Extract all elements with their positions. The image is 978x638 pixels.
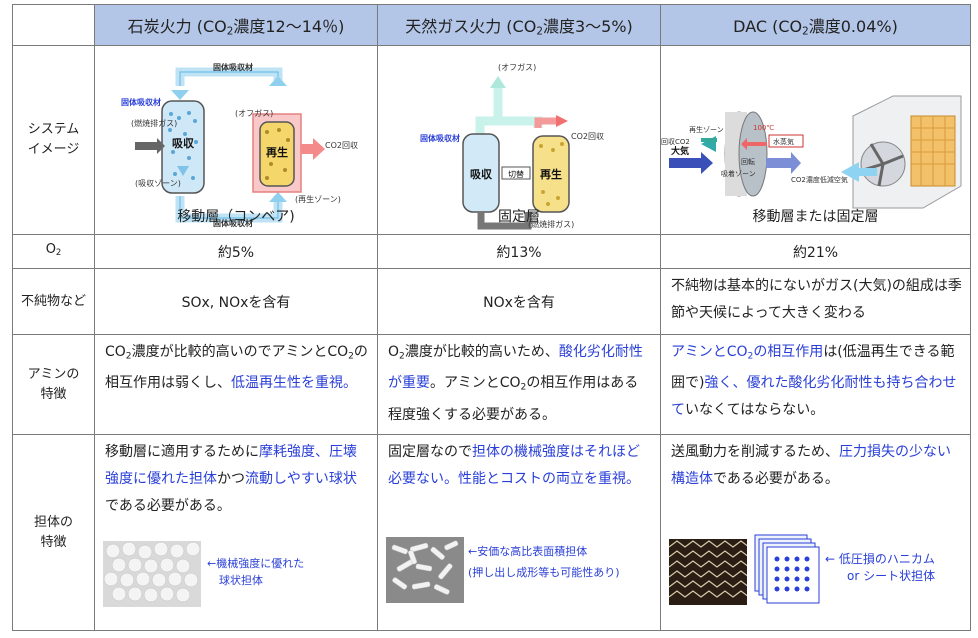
svg-text:(吸収ゾーン): (吸収ゾーン) bbox=[135, 178, 181, 188]
row-label-amine: アミンの特徴 bbox=[12, 334, 95, 435]
coal-duct-arrow-down-icon bbox=[171, 90, 189, 100]
svg-text:再生ゾーン: 再生ゾーン bbox=[689, 125, 724, 134]
support-coal: 移動層に適用するために摩耗強度、圧壊強度に優れた担体かつ流動しやすい球状である必… bbox=[94, 434, 378, 631]
extruded-support-photo bbox=[386, 537, 464, 603]
amine-coal: CO2濃度が比較的高いのでアミンとCO2の相互作用は弱くし、低温再生性を重視。 bbox=[94, 334, 378, 435]
support-gas: 固定層なので担体の機械強度はそれほど必要ない。性能とコストの両立を重視。 bbox=[377, 434, 661, 631]
system-gas-caption: 固定層 bbox=[498, 209, 540, 225]
impurities-coal: SOx, NOxを含有 bbox=[94, 268, 378, 335]
svg-text:(燃焼排ガス): (燃焼排ガス) bbox=[528, 219, 574, 229]
dac-fan-unit bbox=[841, 95, 962, 209]
amine-dac: アミンとCO2の相互作用は(低温再生できる範囲で)強く、優れた酸化劣化耐性も持ち… bbox=[660, 334, 971, 435]
svg-text:回収CO2: 回収CO2 bbox=[661, 138, 690, 146]
svg-text:CO2濃度低減空気: CO2濃度低減空気 bbox=[791, 175, 848, 184]
row-label-support: 担体の特徴 bbox=[12, 434, 95, 631]
header-dac: DAC (CO2濃度0.04%) bbox=[660, 4, 971, 46]
gas-fixed-bed-diagram: 吸収 再生 切替 (オフガス) 固体吸収材 CO2回収 (燃焼排ガス) bbox=[420, 62, 604, 230]
svg-text:(再生ゾーン): (再生ゾーン) bbox=[295, 194, 341, 204]
svg-text:固体吸収材: 固体吸収材 bbox=[121, 97, 161, 107]
support-dac: 送風動力を削減するため、圧力損失の少ない構造体である必要がある。 bbox=[660, 434, 971, 631]
dac-fan-outflow-arrow-icon bbox=[841, 162, 877, 182]
co2-out-arrow-icon bbox=[313, 138, 325, 160]
svg-text:吸収: 吸収 bbox=[172, 137, 195, 150]
svg-text:(オフガス): (オフガス) bbox=[235, 108, 273, 118]
svg-text:再生: 再生 bbox=[266, 145, 288, 159]
svg-text:(オフガス): (オフガス) bbox=[498, 62, 536, 72]
svg-text:固体吸収材: 固体吸収材 bbox=[213, 218, 253, 228]
dac-air-in-arrow-icon bbox=[669, 152, 713, 174]
dac-rotor bbox=[738, 111, 768, 197]
row-label-impurities: 不純物など bbox=[12, 268, 95, 335]
svg-text:吸収: 吸収 bbox=[470, 168, 493, 181]
extruded-support-caption: ←安価な高比表面積担体(押し出し成形等も可能性あり) bbox=[468, 545, 620, 579]
o2-coal: 約5% bbox=[94, 234, 378, 269]
svg-text:大気: 大気 bbox=[671, 145, 689, 157]
coal-moving-bed-diagram: 吸収 再生 固体吸収材 固体吸収材 固体吸収材 bbox=[121, 62, 358, 228]
svg-text:固体吸収材: 固体吸収材 bbox=[420, 133, 460, 143]
comparison-table: 石炭火力 (CO2濃度12～14％) 天然ガス火力 (CO2濃度3～5%) DA… bbox=[12, 4, 971, 631]
svg-text:固体吸収材: 固体吸収材 bbox=[213, 62, 253, 72]
spherical-support-photo bbox=[103, 541, 201, 607]
system-coal-cell: 吸収 再生 固体吸収材 固体吸収材 固体吸収材 bbox=[94, 45, 378, 235]
row-label-system: システムイメージ bbox=[12, 45, 95, 235]
dac-diagram: 再生ゾーン 100℃ 回収CO2 水蒸気 大気 吸着ゾーン 回転 CO2濃度低減… bbox=[661, 95, 962, 209]
svg-text:100℃: 100℃ bbox=[753, 124, 774, 132]
svg-text:CO2回収: CO2回収 bbox=[571, 131, 604, 141]
system-dac-cell: 再生ゾーン 100℃ 回収CO2 水蒸気 大気 吸着ゾーン 回転 CO2濃度低減… bbox=[660, 45, 971, 235]
o2-gas: 約13% bbox=[377, 234, 661, 269]
sheet-support-icon bbox=[754, 534, 820, 604]
row-label-o2: O2 bbox=[12, 234, 95, 269]
svg-text:再生: 再生 bbox=[540, 167, 562, 181]
svg-text:CO2回収: CO2回収 bbox=[325, 140, 358, 150]
impurities-gas: NOxを含有 bbox=[377, 268, 661, 335]
header-gas: 天然ガス火力 (CO2濃度3～5%) bbox=[377, 4, 661, 46]
system-coal-caption: 移動層（コンベア) bbox=[177, 209, 295, 225]
corner-cell bbox=[12, 4, 95, 46]
svg-text:水蒸気: 水蒸気 bbox=[773, 137, 794, 146]
svg-text:回転: 回転 bbox=[741, 158, 755, 166]
amine-gas: O2濃度が比較的高いため、酸化劣化耐性が重要。アミンとCO2の相互作用はある程度… bbox=[377, 334, 661, 435]
system-gas-cell: 吸収 再生 切替 (オフガス) 固体吸収材 CO2回収 (燃焼排ガス) bbox=[377, 45, 661, 235]
svg-text:切替: 切替 bbox=[508, 169, 524, 179]
honeycomb-support-photo bbox=[669, 539, 747, 605]
system-dac-caption: 移動層または固定層 bbox=[752, 209, 879, 225]
svg-text:(燃焼排ガス): (燃焼排ガス) bbox=[131, 118, 177, 128]
impurities-dac: 不純物は基本的にないがガス(大気)の組成は季節や天候によって大きく変わる bbox=[660, 268, 971, 335]
spherical-support-caption: ←機械強度に優れた球状担体 bbox=[207, 557, 305, 587]
header-coal: 石炭火力 (CO2濃度12～14％) bbox=[94, 4, 378, 46]
svg-text:吸着ゾーン: 吸着ゾーン bbox=[721, 169, 756, 178]
gas-co2-out-arrow-icon bbox=[556, 115, 568, 127]
o2-dac: 約21% bbox=[660, 234, 971, 269]
